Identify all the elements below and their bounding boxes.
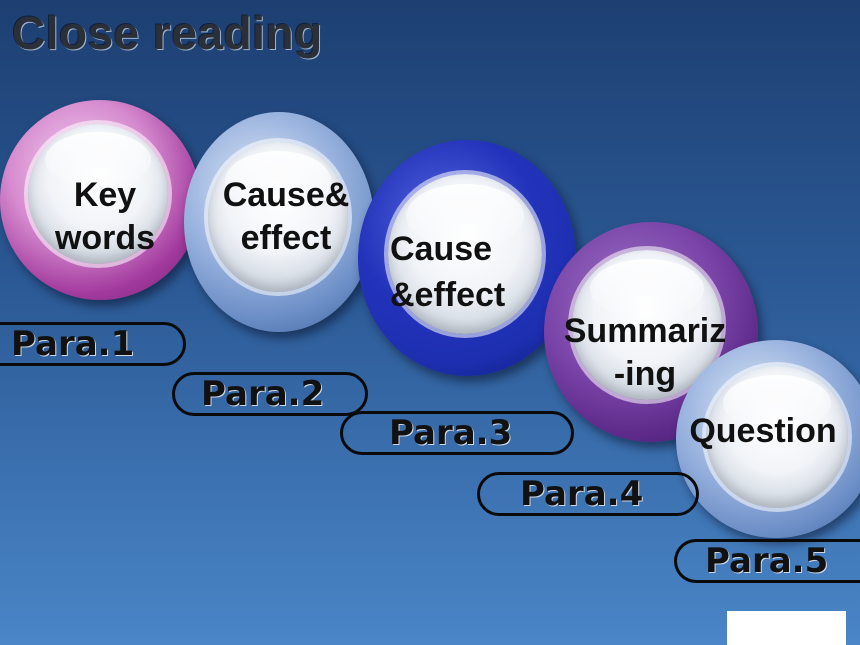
ring-question-center <box>706 366 848 508</box>
ring-cause-effect-1 <box>184 112 374 332</box>
ring-label-line: words <box>54 219 156 257</box>
ring-label-line: Summariz <box>563 312 727 350</box>
ring-key-words-center <box>28 124 168 264</box>
ring-label-line: -ing <box>613 355 677 393</box>
para-tab-1[interactable]: Para.1 <box>0 322 186 366</box>
ring-label-summarizing: Summariz -ing <box>552 310 738 396</box>
ring-summarizing-center <box>572 250 722 400</box>
para-tab-2[interactable]: Para.2 <box>172 372 368 416</box>
para-tab-4[interactable]: Para.4 <box>477 472 699 516</box>
ring-label-key-words: Key words <box>48 174 162 260</box>
ring-summarizing <box>544 222 758 442</box>
ring-label-line: Cause& <box>222 176 350 214</box>
ring-label-cause-effect-1: Cause& effect <box>212 174 360 260</box>
para-tab-3[interactable]: Para.3 <box>340 411 574 455</box>
ring-cause-effect-2-center <box>388 174 542 334</box>
ring-label-line: effect <box>240 219 332 257</box>
white-box <box>727 611 846 645</box>
ring-label-line: Key <box>73 176 137 214</box>
ring-label-line: Cause <box>390 230 493 268</box>
page-title: Close reading <box>12 7 323 59</box>
ring-label-line: Question <box>689 412 837 450</box>
ring-question <box>676 340 860 538</box>
ring-cause-effect-1-center <box>208 142 348 292</box>
ring-label-cause-effect-2: Cause &effect <box>390 226 505 318</box>
ring-label-line: &effect <box>390 276 506 314</box>
ring-key-words <box>0 100 200 300</box>
para-tab-5[interactable]: Para.5 <box>674 539 860 583</box>
ring-cause-effect-2 <box>358 140 576 376</box>
ring-label-question: Question <box>678 410 848 453</box>
